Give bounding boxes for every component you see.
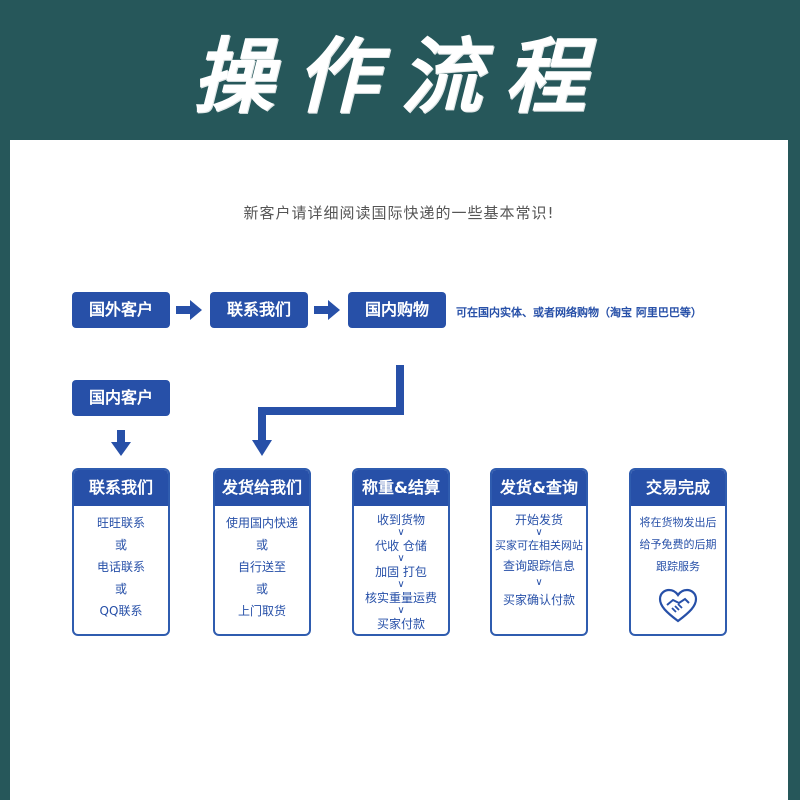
step-line: 或 (114, 582, 127, 596)
step-line: 收到货物 (376, 513, 425, 527)
handshake-heart-icon (658, 588, 698, 623)
step-line: 开始发货 (514, 513, 563, 527)
step-line: 买家可在相关网站 (495, 539, 583, 552)
arrow-right-icon (176, 300, 202, 320)
flow-card: 新客户请详细阅读国际快递的一些基本常识! 国外客户 联系我们 国内购物 可在国内… (10, 140, 788, 800)
arrow-right-icon (314, 300, 340, 320)
step-contact-us: 联系我们 旺旺联系 或 电话联系 或 QQ联系 (72, 468, 170, 636)
step-line: 买家付款 (376, 617, 425, 631)
chevron-down-icon: ∨ (397, 553, 405, 564)
step-line: QQ联系 (99, 604, 143, 618)
step-line: 代收 仓储 (375, 539, 427, 553)
step-deal-complete: 交易完成 将在货物发出后 给予免费的后期 跟踪服务 (629, 468, 727, 636)
step-line: 加固 打包 (375, 565, 427, 579)
chevron-down-icon: ∨ (535, 527, 543, 538)
domestic-shopping-box: 国内购物 (348, 292, 446, 328)
chevron-down-icon: ∨ (397, 605, 405, 616)
foreign-customer-box: 国外客户 (72, 292, 170, 328)
shopping-note: 可在国内实体、或者网络购物（淘宝 阿里巴巴等） (456, 306, 702, 319)
step-title: 发货&查询 (492, 470, 586, 506)
step-title: 联系我们 (74, 470, 168, 506)
step-line: 核实重量运费 (364, 591, 437, 605)
page-title: 操作流程 (192, 29, 608, 125)
step-ship-track: 发货&查询 开始发货 ∨ 买家可在相关网站 查询跟踪信息 ∨ 买家确认付款 (490, 468, 588, 636)
step-title: 发货给我们 (215, 470, 309, 506)
step-title: 交易完成 (631, 470, 725, 506)
step-line: 查询跟踪信息 (502, 559, 575, 573)
chevron-down-icon: ∨ (397, 579, 405, 590)
step-ship-to-us: 发货给我们 使用国内快递 或 自行送至 或 上门取货 (213, 468, 311, 636)
step-weigh-settle: 称重&结算 收到货物 ∨ 代收 仓储 ∨ 加固 打包 ∨ 核实重量运费 ∨ 买家… (352, 468, 450, 636)
step-line: 或 (255, 582, 268, 596)
step-line: 买家确认付款 (502, 593, 575, 607)
domestic-customer-box: 国内客户 (72, 380, 170, 416)
step-line: 将在货物发出后 (639, 516, 717, 529)
intro-text: 新客户请详细阅读国际快递的一些基本常识! (243, 204, 555, 222)
step-line: 或 (255, 538, 268, 552)
step-line: 上门取货 (237, 604, 286, 618)
contact-us-box: 联系我们 (210, 292, 308, 328)
step-line: 跟踪服务 (656, 560, 700, 573)
step-line: 给予免费的后期 (639, 538, 717, 551)
step-line: 电话联系 (96, 560, 145, 574)
step-title: 称重&结算 (354, 470, 448, 506)
step-line: 旺旺联系 (96, 516, 145, 530)
chevron-down-icon: ∨ (397, 527, 405, 538)
chevron-down-icon: ∨ (535, 577, 543, 588)
step-line: 使用国内快递 (225, 516, 298, 530)
step-line: 自行送至 (237, 560, 286, 574)
arrow-down-icon (111, 430, 131, 456)
elbow-arrow-icon (252, 365, 404, 456)
step-line: 或 (114, 538, 127, 552)
